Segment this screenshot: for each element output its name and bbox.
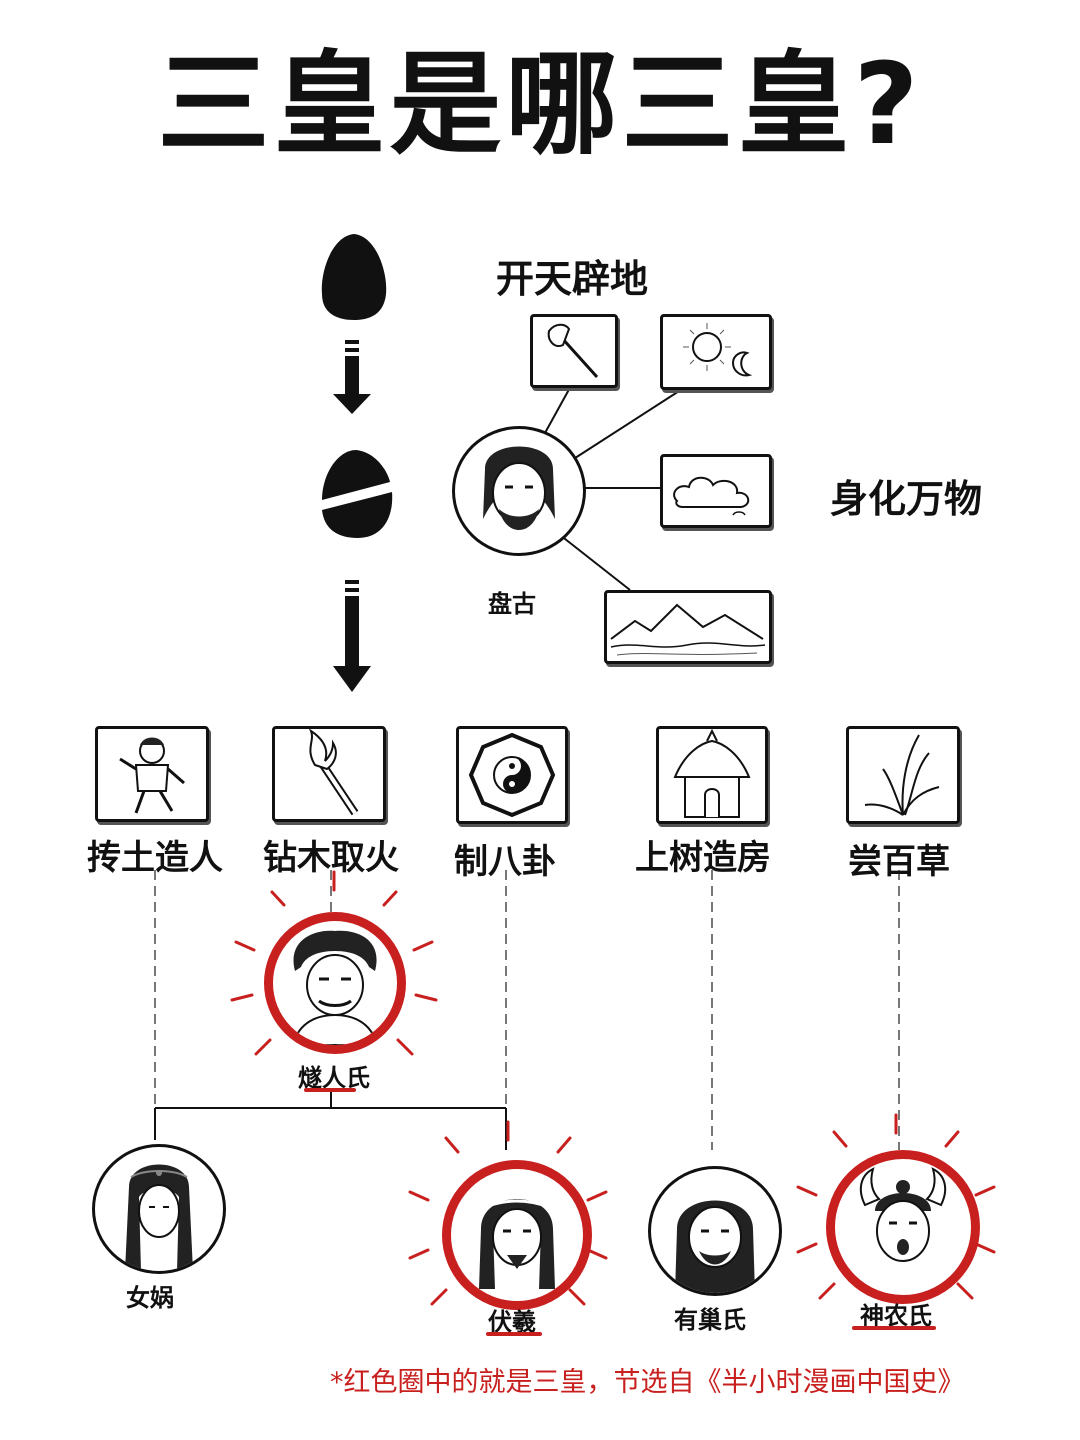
axe-icon bbox=[547, 323, 599, 379]
mountain-icon bbox=[610, 603, 766, 656]
activity-label-hut: 上树造房 bbox=[635, 838, 771, 878]
cloud-box bbox=[660, 454, 772, 528]
fuxi-underline bbox=[486, 1332, 542, 1336]
sun-moon-icon bbox=[683, 323, 753, 377]
highlight-rays bbox=[230, 870, 996, 1306]
activity-box-fire bbox=[272, 726, 386, 822]
herb-icon bbox=[864, 734, 940, 816]
page-title: 三皇是哪三皇? bbox=[157, 40, 923, 170]
broken-egg-icon bbox=[322, 450, 393, 538]
youchao-name: 有巢氏 bbox=[674, 1306, 746, 1334]
family-tree bbox=[154, 1090, 507, 1150]
activity-label-fire: 钻木取火 bbox=[263, 838, 399, 878]
fuxi-name: 伏羲 bbox=[488, 1308, 536, 1336]
axe-box bbox=[530, 314, 618, 388]
footnote: *红色圈中的就是三皇，节选自《半小时漫画中国史》 bbox=[330, 1367, 965, 1398]
suiren-name: 燧人氏 bbox=[298, 1064, 370, 1092]
suiren-underline bbox=[304, 1088, 356, 1092]
nuwa-name: 女娲 bbox=[126, 1284, 174, 1312]
creation-heading: 开天辟地 bbox=[496, 257, 649, 301]
youchao-portrait bbox=[648, 1166, 782, 1296]
egg-icon bbox=[321, 234, 387, 320]
activity-box-herb bbox=[846, 726, 960, 824]
mountain-box bbox=[604, 590, 772, 664]
shennong-name: 神农氏 bbox=[860, 1302, 932, 1330]
shennong-portrait bbox=[826, 1150, 980, 1304]
pangu-name: 盘古 bbox=[488, 590, 536, 618]
bagua-icon bbox=[468, 732, 556, 818]
clay-figure-icon bbox=[119, 737, 185, 814]
sun-moon-box bbox=[660, 314, 772, 390]
transform-label: 身化万物 bbox=[830, 477, 983, 521]
hut-icon bbox=[673, 729, 751, 818]
pangu-spokes bbox=[539, 383, 691, 591]
activity-box-bagua bbox=[456, 726, 568, 824]
nuwa-portrait bbox=[92, 1144, 226, 1274]
fire-stick-icon bbox=[309, 729, 359, 816]
suiren-portrait bbox=[264, 912, 406, 1054]
activity-box-hut bbox=[656, 726, 768, 824]
arrow-down-1 bbox=[333, 340, 371, 414]
activity-label-herb: 尝百草 bbox=[848, 842, 950, 882]
activity-label-clay: 抟土造人 bbox=[87, 838, 223, 878]
activity-box-clay bbox=[95, 726, 209, 822]
arrow-down-2 bbox=[333, 580, 371, 692]
pangu-portrait bbox=[452, 426, 586, 556]
cloud-icon bbox=[673, 476, 750, 516]
fuxi-portrait bbox=[442, 1160, 592, 1310]
dashed-links bbox=[154, 870, 900, 1150]
activity-label-bagua: 制八卦 bbox=[454, 842, 556, 882]
shennong-underline bbox=[852, 1326, 936, 1330]
